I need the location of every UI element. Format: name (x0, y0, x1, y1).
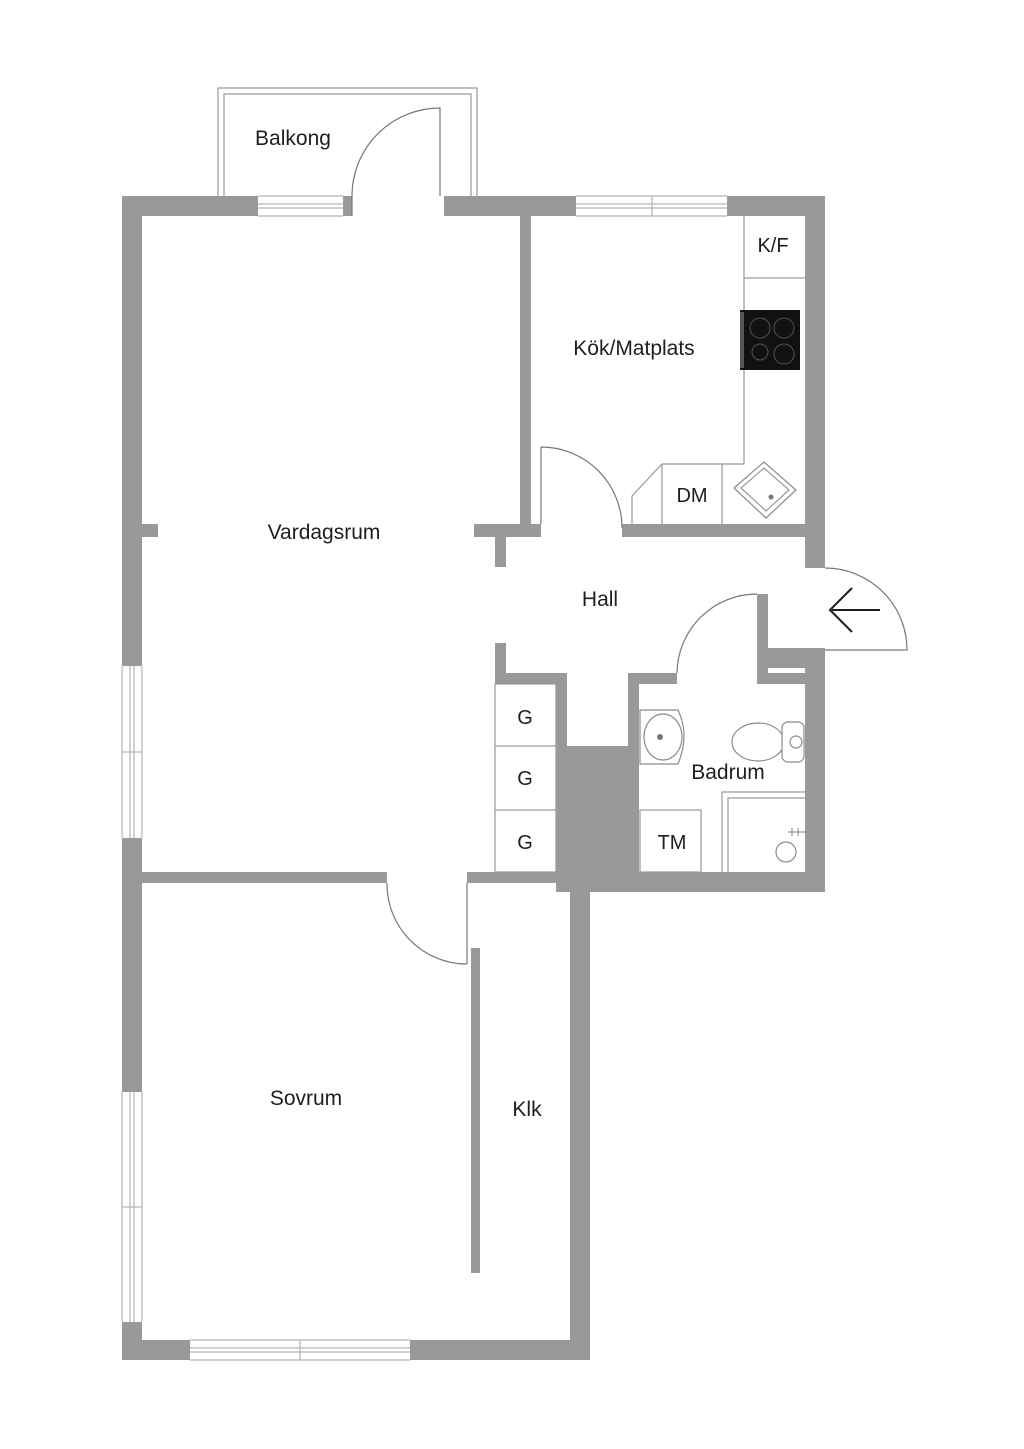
window-bedroom-bottom (190, 1339, 410, 1361)
room-labels: Balkong Kök/Matplats K/F DM Vardagsrum H… (255, 127, 789, 1121)
wardrobes (494, 683, 557, 873)
room-label-living-room: Vardagsrum (268, 521, 381, 544)
bathroom-door (676, 593, 758, 674)
entrance-arrow-icon (828, 587, 880, 633)
label-fridge-freezer: K/F (757, 235, 788, 257)
window-living-left (121, 666, 143, 838)
room-label-bathroom: Badrum (691, 761, 765, 784)
doors (351, 107, 908, 965)
room-label-bedroom: Sovrum (270, 1087, 342, 1110)
kitchen-door (540, 446, 623, 529)
label-washing-machine: TM (658, 832, 687, 854)
balcony-door (351, 107, 441, 216)
washbasin-icon (639, 709, 685, 765)
window-living-top (258, 195, 343, 217)
label-wardrobe-3: G (517, 832, 533, 854)
room-label-kitchen: Kök/Matplats (573, 337, 694, 360)
balcony (217, 87, 478, 196)
window-kitchen-top (576, 195, 727, 217)
room-label-walk-in-closet: Klk (512, 1098, 542, 1121)
window-bedroom-left (121, 1092, 143, 1322)
windows (121, 195, 727, 1361)
outer-walls (122, 196, 825, 1360)
label-wardrobe-2: G (517, 768, 533, 790)
toilet-icon (731, 721, 805, 763)
kitchen-sink-icon (733, 461, 797, 519)
bathroom-fixtures (639, 709, 805, 873)
room-label-balcony: Balkong (255, 127, 331, 150)
stove-icon (740, 310, 800, 370)
entrance-door (824, 567, 908, 651)
bedroom-door (386, 882, 468, 965)
label-wardrobe-1: G (517, 707, 533, 729)
interior-walls (142, 216, 805, 1273)
kitchen-fixtures (631, 216, 805, 524)
label-dishwasher: DM (676, 485, 707, 507)
room-label-hall: Hall (582, 588, 618, 611)
shower-icon (721, 791, 805, 872)
